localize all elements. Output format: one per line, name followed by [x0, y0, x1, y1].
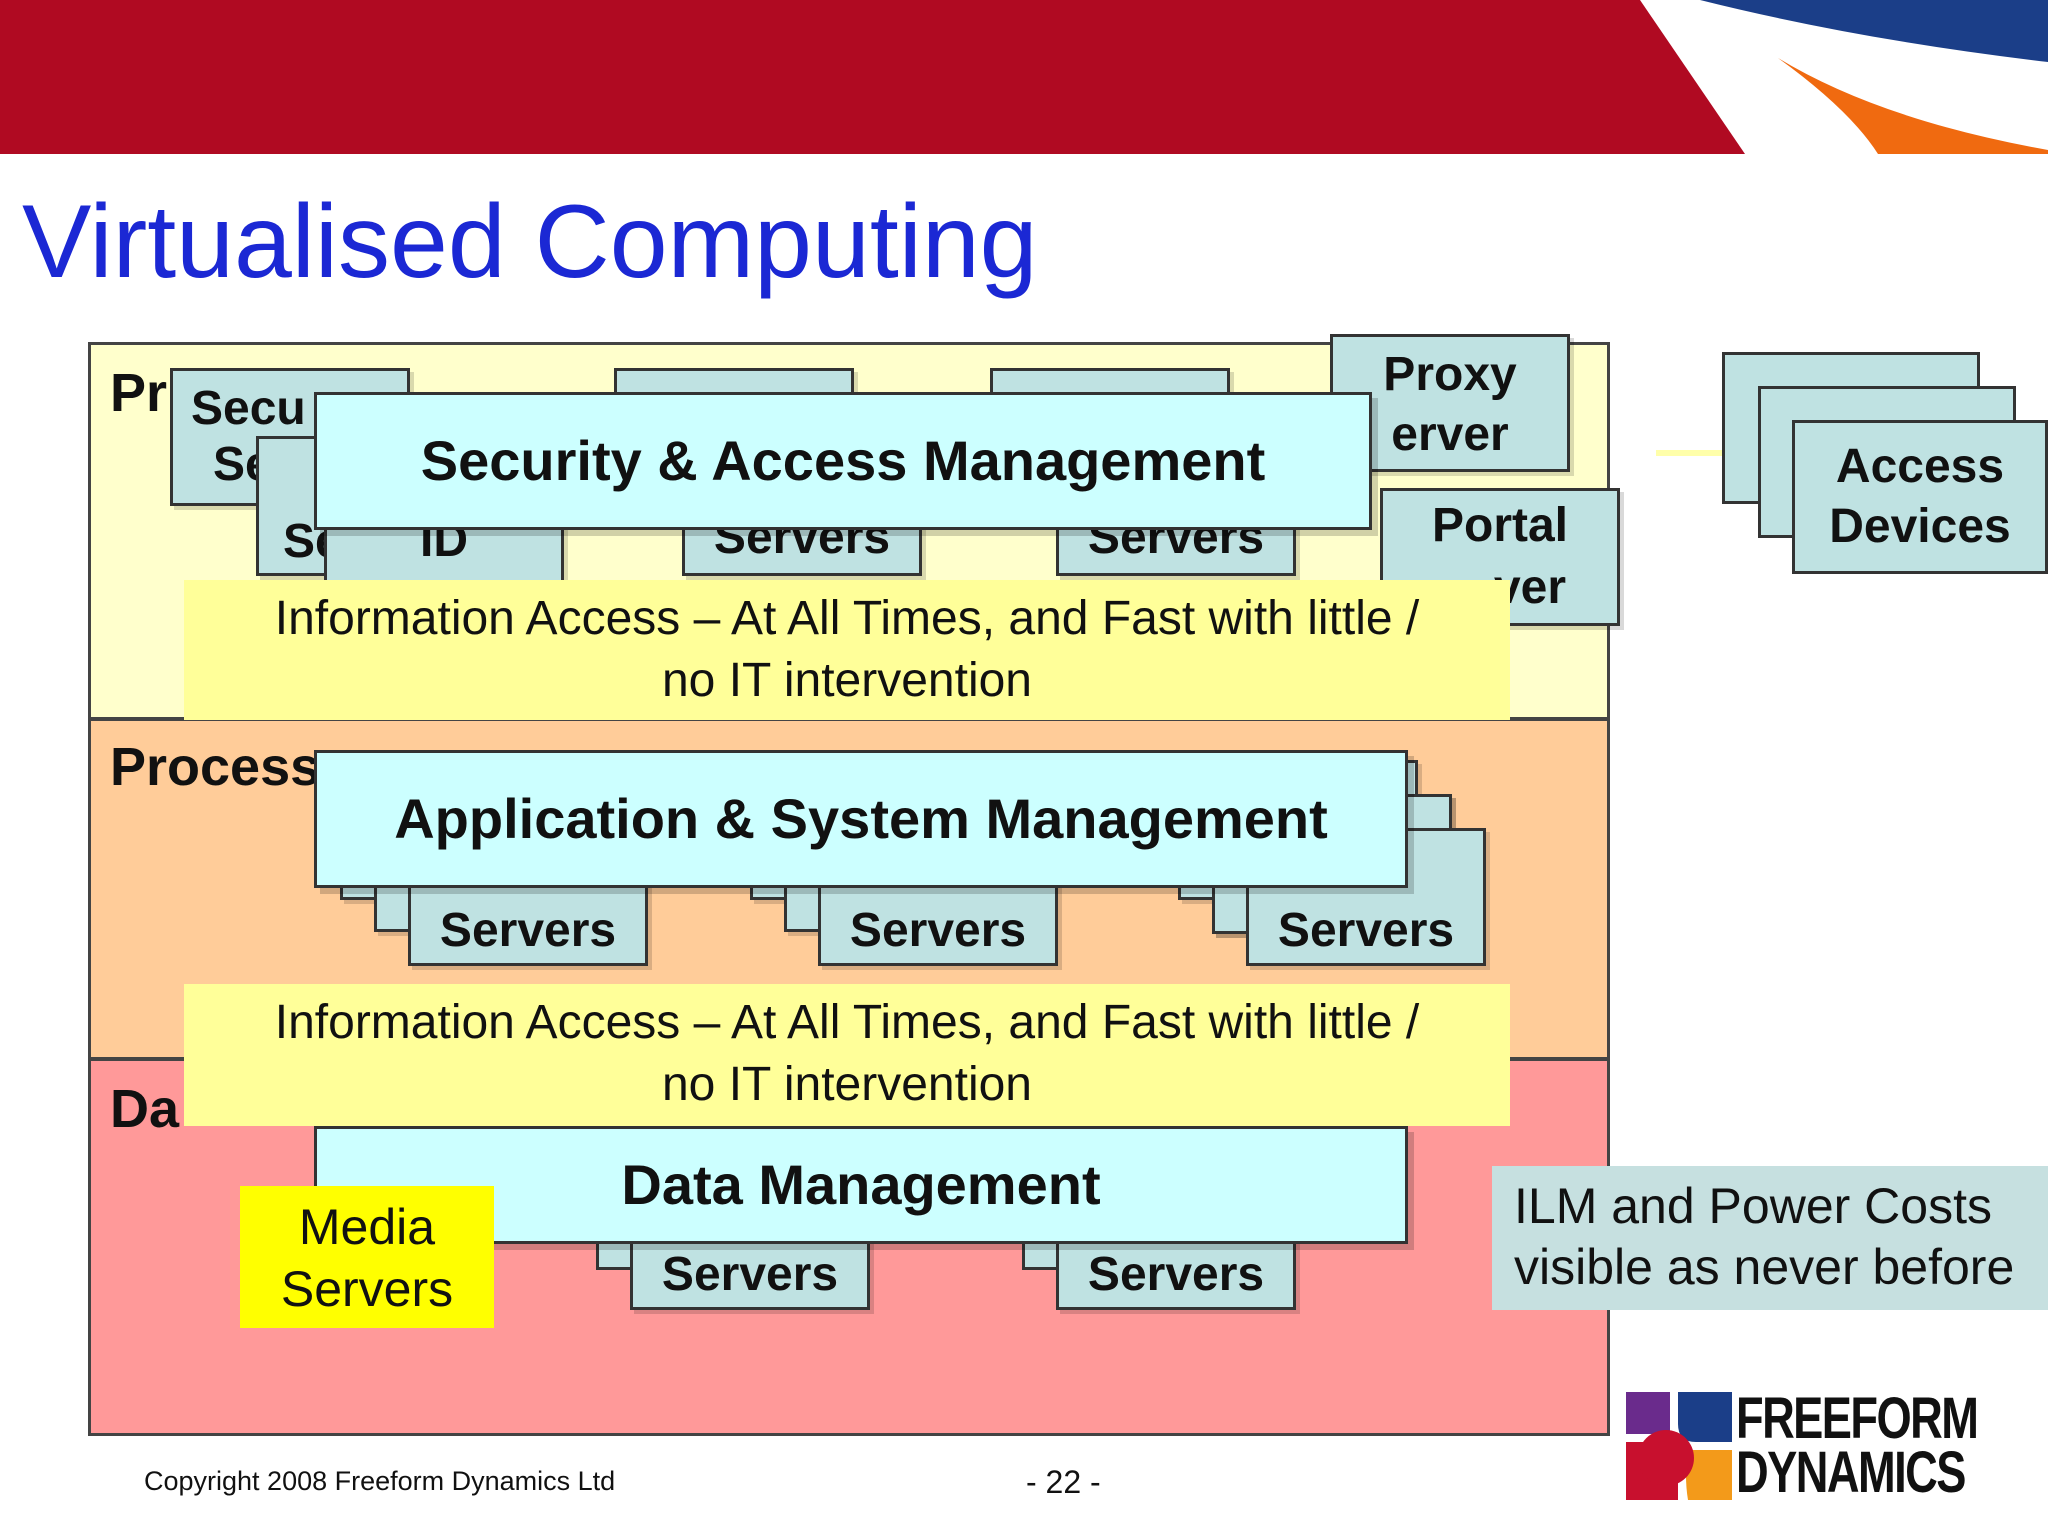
info-access-lower-line-2: no IT intervention — [661, 1058, 1032, 1111]
media-servers-line-1: Media — [298, 1199, 436, 1255]
ilm-note-line-2: visible as never before — [1514, 1239, 2015, 1295]
copyright-text: Copyright 2008 Freeform Dynamics Ltd — [144, 1466, 616, 1496]
logo-red-circle — [1638, 1430, 1694, 1486]
data-left-server-label: Servers — [661, 1248, 839, 1301]
access-devices-card: Access Devices — [1792, 420, 2048, 574]
media-servers-line-2: Servers — [280, 1261, 454, 1317]
slide-title: Virtualised Computing — [22, 184, 1038, 300]
logo-orange-square — [1686, 1450, 1732, 1500]
media-servers-box: Media Servers — [240, 1186, 494, 1328]
logo-line-1: FREEFORM — [1736, 1386, 1979, 1451]
access-devices-line-2: Devices — [1829, 500, 2011, 553]
application-system-management-label: Application & System Management — [394, 787, 1328, 850]
portal-server-line-1: Portal — [1431, 499, 1569, 552]
info-access-lower-banner: Information Access – At All Times, and F… — [184, 984, 1510, 1126]
banner-orange-swoosh — [1778, 58, 2048, 154]
logo-line-2: DYNAMICS — [1736, 1440, 1966, 1505]
data-layer-label: Da — [110, 1079, 180, 1139]
info-access-upper-line-2: no IT intervention — [661, 654, 1032, 707]
security-access-management-box: Security & Access Management — [314, 392, 1372, 530]
data-management-label: Data Management — [621, 1153, 1101, 1216]
process-right-server-label: Servers — [1277, 904, 1455, 957]
banner-white-swoosh — [1640, 0, 1862, 154]
data-right-server-label: Servers — [1087, 1248, 1265, 1301]
process-left-server-label: Servers — [439, 904, 617, 957]
access-devices-line-1: Access — [1835, 440, 2005, 493]
process-mid-server-label: Servers — [849, 904, 1027, 957]
ilm-note-line-1: ILM and Power Costs — [1514, 1178, 1992, 1234]
proxy-server-line-2: erver — [1391, 408, 1509, 461]
data-management-box: Data Management — [314, 1126, 1408, 1244]
security-server-line-1: Secu — [191, 382, 306, 435]
logo-wordmark: FREEFORM DYNAMICS — [1736, 1386, 1979, 1505]
banner-red-band — [0, 0, 1745, 154]
proxy-server-line-1: Proxy — [1383, 348, 1517, 401]
freeform-dynamics-logo-icon — [1626, 1392, 1732, 1500]
presentation-layer-label: Pr — [110, 363, 168, 423]
ilm-power-costs-note: ILM and Power Costs visible as never bef… — [1492, 1166, 2048, 1310]
logo-purple-square — [1626, 1392, 1670, 1434]
info-access-lower-line-1: Information Access – At All Times, and F… — [274, 996, 1420, 1049]
info-access-upper-banner: Information Access – At All Times, and F… — [184, 580, 1510, 720]
application-system-management-box: Application & System Management — [314, 750, 1408, 888]
page-number: - 22 - — [1026, 1464, 1101, 1500]
logo-blue-square — [1678, 1392, 1732, 1442]
info-access-upper-line-1: Information Access – At All Times, and F… — [274, 592, 1420, 645]
banner-blue-swoosh — [1700, 0, 2048, 62]
header-banner — [0, 0, 2048, 154]
security-access-management-label: Security & Access Management — [420, 429, 1266, 492]
process-layer-label: Process — [110, 737, 321, 797]
access-connector-line — [1656, 450, 1722, 456]
